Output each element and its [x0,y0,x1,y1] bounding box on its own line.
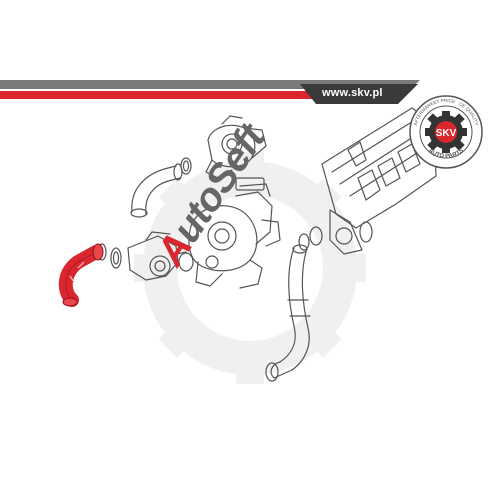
website-url[interactable]: www.skv.pl [322,87,383,99]
intake-manifold [321,107,437,255]
header-red-stripe [0,91,409,99]
seal-ring-bottom-text: AUTO PARTS [427,148,465,160]
upper-turbocharger [205,115,267,179]
throttle-assembly [97,231,187,281]
seal-ring-right-2 [298,233,310,251]
upper-intake-pipe [130,157,192,218]
main-turbocharger [188,177,281,289]
highlighted-red-hose[interactable] [58,243,104,307]
seal-center-text: SKV [436,128,457,139]
header-dark-tab [300,84,418,104]
seal-ring-center [178,252,194,272]
seal-ring-bottom [265,362,279,382]
charge-air-hose [265,244,311,382]
skv-seal-logo: SKV AFTERMARKET PRICE · OE QUALITY AUTO … [409,95,483,169]
seal-ring-right-1 [309,226,323,246]
header-banner [0,80,420,104]
